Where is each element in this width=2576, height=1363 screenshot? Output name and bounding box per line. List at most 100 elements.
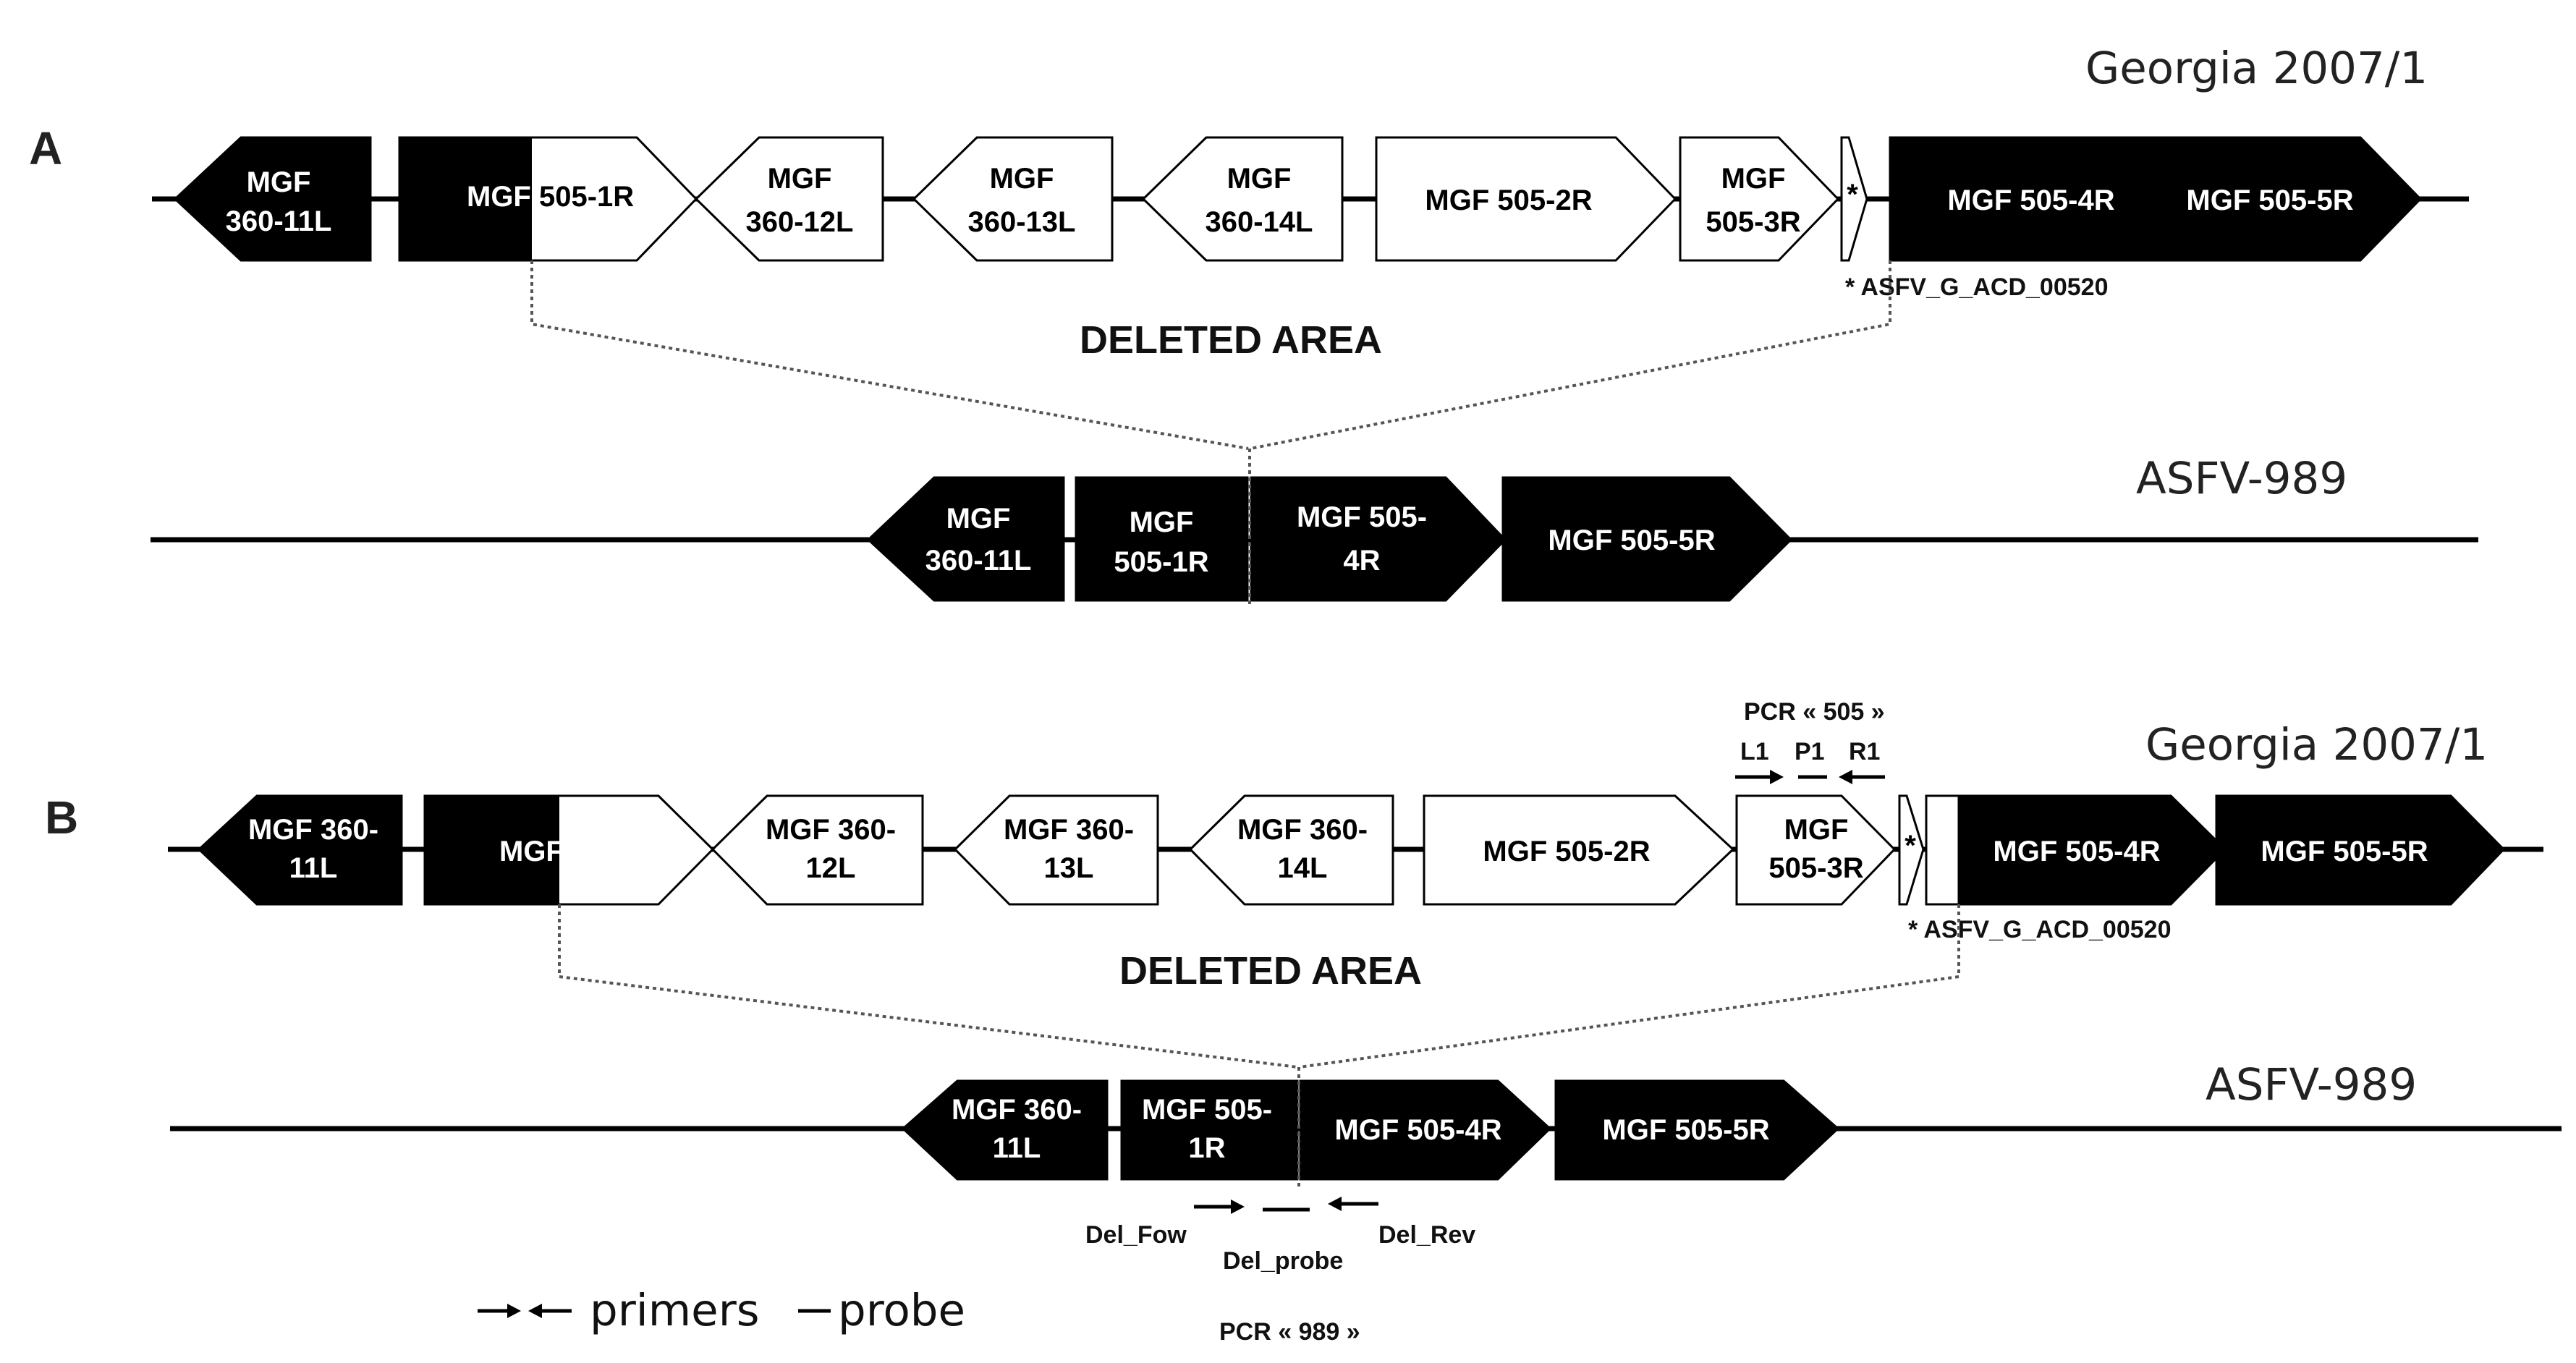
panel-a-letter: A	[29, 122, 62, 174]
svg-text:MGF: MGF	[768, 163, 832, 195]
pcr-989-primer-forward: Del_Fow	[1085, 1221, 1187, 1249]
svg-text:360-11L: 360-11L	[226, 205, 332, 237]
panel-b-mutant-gene-mgf-505-4r: MGF 505-4R	[1299, 1079, 1552, 1181]
panel-b-letter: B	[45, 791, 78, 844]
svg-text:1R: 1R	[1188, 1132, 1225, 1164]
svg-text:12L: 12L	[806, 852, 856, 884]
svg-text:MGF 505-1R: MGF 505-1R	[499, 836, 666, 867]
panel-a-reference-gene-mgf-360-14l: MGF 360-14L	[1141, 136, 1344, 262]
panel-a-reference-gene-mgf-360-12l: MGF 360-12L	[694, 136, 884, 262]
pcr-989-title: PCR « 989 »	[1219, 1318, 1360, 1346]
panel-b-reference-gene-asfv-g-acd-00520: *	[1898, 794, 1925, 906]
svg-text:4R: 4R	[1343, 545, 1380, 577]
svg-text:MGF 505-4R: MGF 505-4R	[1334, 1114, 1501, 1146]
pcr-989-primer-reverse: Del_Rev	[1378, 1221, 1475, 1249]
svg-text:MGF 505-5R: MGF 505-5R	[1602, 1114, 1769, 1146]
svg-text:MGF 505-5R: MGF 505-5R	[1548, 525, 1715, 556]
svg-text:*: *	[1905, 830, 1916, 862]
panel-b-deletion-line-left	[558, 904, 1298, 1069]
panel-a-reference-gene-mgf-505-5r: MGF 505-5R	[2144, 136, 2423, 262]
panel-a: A Georgia 2007/1 MGF 360-11L MGF 505-1R …	[29, 43, 2478, 606]
panel-b-mutant-gene-mgf-505-5r: MGF 505-5R	[1554, 1079, 1840, 1181]
panel-b-reference-label: Georgia 2007/1	[2145, 719, 2488, 770]
svg-text:MGF: MGF	[247, 166, 311, 198]
panel-b-deletion-line-right	[1299, 904, 1960, 1069]
panel-a-star-footnote: * ASFV_G_ACD_00520	[1845, 273, 2108, 301]
legend-probe-label: probe	[838, 1285, 965, 1336]
svg-text:505-1R: 505-1R	[539, 181, 634, 213]
panel-a-reference-gene-mgf-505-3r: MGF 505-3R	[1679, 136, 1840, 262]
pcr-505-probe: P1	[1795, 738, 1825, 765]
legend-primer-forward-arrow	[478, 1304, 521, 1318]
legend: primers probe	[478, 1285, 965, 1336]
panel-b-reference-gene-mgf-360-12l: MGF 360- 12L	[711, 794, 924, 906]
panel-a-reference-gene-mgf-360-13l: MGF 360-13L	[912, 136, 1114, 262]
svg-text:360-13L: 360-13L	[968, 206, 1076, 238]
pcr-989-annotation: Del_Fow Del_probe Del_Rev PCR « 989 »	[1085, 1197, 1475, 1346]
pcr-989-reverse-arrow	[1328, 1197, 1378, 1211]
svg-text:MGF 505-: MGF 505-	[1297, 501, 1427, 533]
svg-text:MGF 505-2R: MGF 505-2R	[1483, 836, 1650, 867]
panel-a-mutant-gene-mgf-360-11l: MGF 360-11L	[866, 476, 1065, 602]
svg-text:MGF 505-5R: MGF 505-5R	[2261, 836, 2428, 867]
legend-primer-reverse-arrow	[528, 1304, 572, 1318]
svg-text:MGF: MGF	[1721, 163, 1786, 195]
svg-text:11L: 11L	[993, 1132, 1041, 1164]
panel-a-reference-gene-mgf-505-1r: MGF 505-1R	[398, 136, 698, 262]
panel-a-mutant-label: ASFV-989	[2136, 453, 2347, 504]
panel-b-mutant-gene-mgf-360-11l: MGF 360- 11L	[901, 1079, 1109, 1181]
panel-b-reference-gene-mgf-505-5r: MGF 505-5R	[2215, 794, 2506, 906]
svg-text:MGF 360-: MGF 360-	[1004, 814, 1134, 846]
panel-b-reference-gene-mgf-505-3r: MGF 505-3R	[1735, 794, 1897, 906]
svg-text:MGF 505-4R: MGF 505-4R	[1947, 184, 2114, 216]
svg-text:MGF 360-: MGF 360-	[952, 1094, 1082, 1126]
svg-text:13L: 13L	[1044, 852, 1094, 884]
panel-a-reference-gene-asfv-g-acd-00520: *	[1840, 136, 1868, 262]
svg-text:MGF 360-: MGF 360-	[1237, 814, 1368, 846]
pcr-505-primer-right: R1	[1849, 738, 1880, 765]
svg-text:MGF: MGF	[467, 181, 531, 213]
pcr-989-forward-arrow	[1194, 1199, 1245, 1214]
svg-text:MGF 360-: MGF 360-	[766, 814, 896, 846]
svg-text:MGF: MGF	[946, 503, 1011, 535]
pcr-505-title: PCR « 505 »	[1744, 698, 1885, 726]
svg-text:MGF: MGF	[1130, 506, 1194, 538]
panel-b-reference-gene-mgf-505-2r: MGF 505-2R	[1423, 794, 1735, 906]
panel-a-mutant-gene-mgf-505-5r: MGF 505-5R	[1501, 476, 1793, 602]
panel-a-reference-gene-mgf-505-4r: MGF 505-4R	[1889, 136, 2216, 262]
svg-text:MGF 505-2R: MGF 505-2R	[1425, 184, 1592, 216]
svg-text:*: *	[1847, 179, 1858, 211]
legend-primers-label: primers	[590, 1285, 760, 1336]
panel-a-reference-gene-mgf-505-2r: MGF 505-2R	[1375, 136, 1677, 262]
svg-text:MGF 505-: MGF 505-	[1142, 1094, 1272, 1126]
svg-text:505-3R: 505-3R	[1706, 206, 1800, 238]
svg-text:MGF 505-4R: MGF 505-4R	[1993, 836, 2160, 867]
pcr-505-reverse-arrow	[1839, 770, 1885, 784]
panel-b-mutant-label: ASFV-989	[2206, 1059, 2417, 1111]
pcr-989-probe: Del_probe	[1223, 1247, 1343, 1275]
svg-text:360-11L: 360-11L	[925, 545, 1032, 577]
panel-b: B Georgia 2007/1 PCR « 505 » L1 P1 R1 MG…	[45, 698, 2562, 1346]
svg-text:MGF: MGF	[1227, 163, 1292, 195]
svg-text:11L: 11L	[289, 852, 338, 884]
panel-a-reference-gene-mgf-360-11l: MGF 360-11L	[173, 136, 372, 262]
pcr-505-primer-left: L1	[1740, 738, 1769, 765]
pcr-505-forward-arrow	[1735, 770, 1784, 784]
panel-b-reference-gene-mgf-360-14l: MGF 360- 14L	[1188, 794, 1394, 906]
panel-a-mutant-gene-mgf-505-1r: MGF 505-1R	[1075, 476, 1249, 602]
svg-text:360-12L: 360-12L	[746, 206, 854, 238]
panel-b-reference-gene-mgf-505-1r: MGF 505-1R	[423, 794, 715, 906]
panel-b-reference-gene-mgf-360-13l: MGF 360- 13L	[953, 794, 1159, 906]
svg-text:MGF: MGF	[1784, 814, 1849, 846]
svg-text:360-14L: 360-14L	[1206, 206, 1313, 238]
pcr-505-annotation: PCR « 505 » L1 P1 R1	[1735, 698, 1885, 784]
panel-b-mutant-gene-mgf-505-1r: MGF 505- 1R	[1120, 1079, 1299, 1181]
panel-a-deleted-area-label: DELETED AREA	[1080, 318, 1382, 362]
svg-text:MGF: MGF	[990, 163, 1054, 195]
panel-b-reference-gene-mgf-360-11l: MGF 360- 11L	[197, 794, 403, 906]
panel-a-mutant-gene-mgf-505-4r: MGF 505- 4R	[1250, 476, 1507, 602]
svg-text:MGF 505-5R: MGF 505-5R	[2186, 184, 2353, 216]
panel-b-reference-gene-mgf-505-4r: MGF 505-4R	[1925, 794, 2227, 906]
svg-text:14L: 14L	[1278, 852, 1328, 884]
svg-text:505-3R: 505-3R	[1768, 852, 1863, 884]
